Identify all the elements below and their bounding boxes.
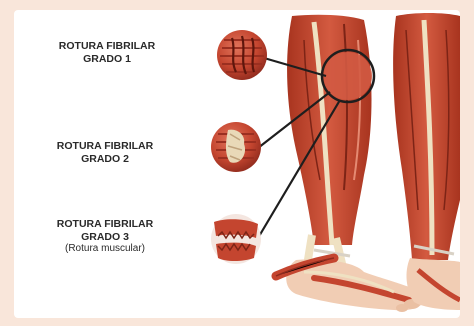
- illustration-panel: ROTURA FIBRILAR GRADO 1 ROTURA FIBRILAR …: [14, 10, 460, 318]
- grade-3-label-line3: (Rotura muscular): [30, 243, 180, 256]
- grade-3-label-line2: GRADO 3: [30, 231, 180, 244]
- grade-3-detail-icon: [211, 214, 261, 264]
- grade-3-label: ROTURA FIBRILAR GRADO 3 (Rotura muscular…: [30, 218, 180, 256]
- grade-1-label-line2: GRADO 1: [32, 53, 182, 66]
- grade-3-label-line1: ROTURA FIBRILAR: [30, 218, 180, 231]
- grade-2-label: ROTURA FIBRILAR GRADO 2: [30, 140, 180, 165]
- grade-2-label-line1: ROTURA FIBRILAR: [30, 140, 180, 153]
- right-leg: [393, 13, 460, 310]
- grade-1-label-line1: ROTURA FIBRILAR: [32, 40, 182, 53]
- injury-highlight: [324, 52, 372, 100]
- grade-1-label: ROTURA FIBRILAR GRADO 1: [32, 40, 182, 65]
- grade-1-detail-icon: [217, 30, 267, 80]
- grade-2-detail-icon: [211, 122, 261, 172]
- grade-2-label-line2: GRADO 2: [30, 153, 180, 166]
